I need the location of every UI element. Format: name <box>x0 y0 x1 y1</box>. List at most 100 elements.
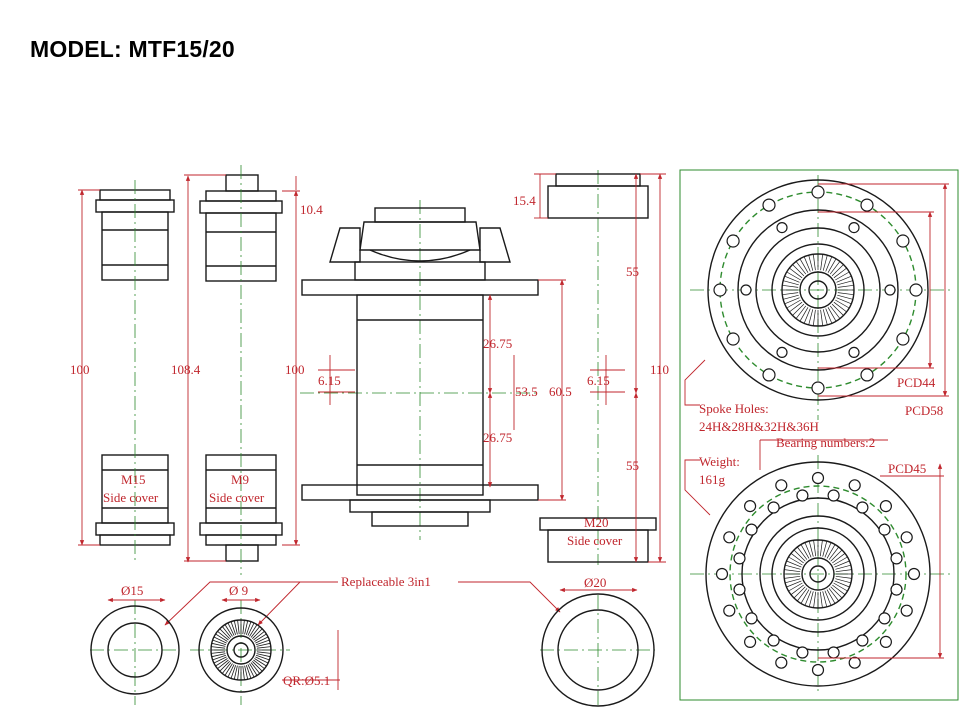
spoke-hole <box>884 284 896 296</box>
bearing-ray <box>215 658 228 667</box>
bearing-ray <box>252 628 263 639</box>
m9-label-2: Side cover <box>209 490 265 505</box>
bearing-ray <box>808 255 814 271</box>
bearing-ray <box>252 661 263 672</box>
weight-label: Weight: <box>699 454 740 469</box>
bearing-ray <box>827 258 837 273</box>
bearing-ray <box>211 653 226 658</box>
bearing-ray <box>833 301 847 313</box>
bearing-ray <box>812 254 816 271</box>
bearing-ray <box>221 626 232 638</box>
spoke-hole <box>811 381 825 395</box>
bearing-ray <box>808 309 814 325</box>
spoke-hole <box>775 479 788 492</box>
bearing-ray <box>217 630 229 641</box>
spoke-hole <box>860 198 874 212</box>
bearing-ray <box>253 659 265 670</box>
bearing-ray <box>822 255 828 271</box>
spoke-hole <box>796 489 809 502</box>
bearing-ray <box>828 546 839 560</box>
bearing-ray <box>227 664 235 678</box>
bearing-ray <box>834 580 850 588</box>
bearing-ray <box>247 664 255 678</box>
bearing-ray <box>253 630 265 641</box>
spoke-hole <box>715 567 729 581</box>
bearing-ray <box>835 569 852 573</box>
spoke-hole <box>878 523 891 536</box>
dim-6-15-right: 6.15 <box>587 373 610 388</box>
bearing-ray <box>830 586 843 599</box>
bearing-ray <box>813 591 817 608</box>
spoke-hole <box>743 500 757 513</box>
bearing-ray <box>242 665 245 680</box>
bearing-ray <box>829 305 841 319</box>
dim-6-15-left: 6.15 <box>318 373 341 388</box>
pcd45-label: PCD45 <box>888 461 926 476</box>
bearing-ray <box>785 564 801 570</box>
spoke-hole <box>900 531 913 544</box>
spoke-hole <box>796 646 809 659</box>
bearing-ray <box>784 297 800 305</box>
bearing-ray <box>782 284 799 288</box>
bearing-ray <box>788 582 803 592</box>
bearing-ray <box>835 578 851 584</box>
bearing-ray <box>256 642 271 647</box>
bottom-spoke-holes <box>715 471 921 677</box>
bearing-ray <box>244 665 249 680</box>
bearing-ray <box>828 588 839 602</box>
top-bearing-rays <box>782 254 854 326</box>
dim-60-5: 60.5 <box>549 384 572 399</box>
bearing-ray <box>212 654 227 661</box>
bearing-ray <box>211 651 226 654</box>
bearing-ray <box>255 636 269 644</box>
spoke-hole <box>811 185 825 199</box>
spoke-hole <box>827 646 840 659</box>
bearing-ray <box>786 580 802 588</box>
bearing-ray <box>250 626 261 638</box>
dim-26-75-top: 26.75 <box>483 336 512 351</box>
bearing-ray <box>255 639 270 646</box>
spoke-hole <box>740 284 752 296</box>
bearing-ray <box>784 275 800 283</box>
bearing-ray <box>255 654 270 661</box>
bearing-ray <box>784 569 801 573</box>
bearing-ray <box>237 620 240 635</box>
spoke-hole <box>767 634 780 647</box>
dim-53-5: 53.5 <box>515 384 538 399</box>
bearing-ray <box>790 584 804 595</box>
spoke-hole <box>827 489 840 502</box>
spoke-hole <box>733 583 746 596</box>
spoke-hole <box>890 583 903 596</box>
bearing-ray <box>219 661 230 672</box>
pcd-dimension-lines <box>684 183 949 659</box>
spoke-hole <box>848 346 860 358</box>
bearing-ray <box>793 549 806 562</box>
bearing-ray <box>256 653 271 658</box>
dim-phi9: Ø 9 <box>229 583 248 598</box>
spoke-hole <box>896 234 910 248</box>
bottom-bearing-rays <box>784 540 852 608</box>
dim-15-4: 15.4 <box>513 193 536 208</box>
bearing-ray <box>833 556 848 566</box>
bearing-ray <box>245 664 252 679</box>
bearing-ray <box>812 309 816 326</box>
bearing-ray <box>213 656 227 664</box>
dim-10-4: 10.4 <box>300 202 323 217</box>
bearing-ray <box>224 624 233 637</box>
spoke-hole <box>726 332 740 346</box>
bearing-ray <box>213 636 227 644</box>
bearing-ray <box>820 254 824 271</box>
bearing-ray <box>788 556 803 566</box>
bearing-ray <box>826 544 836 559</box>
end-cap-m20 <box>539 173 657 563</box>
spoke-hole <box>776 222 788 234</box>
bearing-ray <box>217 659 229 670</box>
bearing-ray <box>825 308 833 324</box>
bearing-ray <box>215 633 228 642</box>
bearing-ray <box>224 663 233 676</box>
bearing-ray <box>797 588 808 602</box>
bearing-label: Bearing numbers:2 <box>776 435 875 450</box>
bearing-ray <box>254 658 267 667</box>
